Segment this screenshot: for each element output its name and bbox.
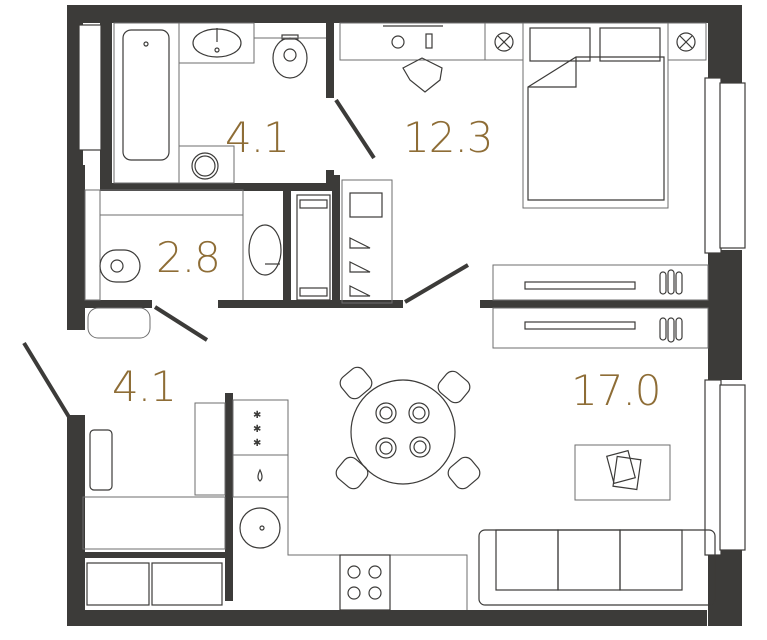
svg-text:✱: ✱	[253, 438, 261, 449]
kitchen-furniture: ✱ ✱ ✱	[232, 399, 468, 611]
wardrobe	[296, 179, 393, 304]
area-label-bathroom: 4.1	[225, 113, 290, 162]
svg-text:✱: ✱	[253, 410, 261, 421]
area-label-bedroom: 12.3	[403, 113, 494, 162]
svg-text:✱: ✱	[253, 424, 261, 435]
walls	[67, 5, 742, 626]
wc-fixtures	[84, 189, 282, 301]
doors	[22, 98, 470, 419]
living-furniture	[335, 307, 716, 606]
bedroom-furniture	[339, 22, 709, 301]
windows	[78, 24, 746, 556]
bathroom-fixtures	[113, 22, 326, 184]
area-label-living-kitchen: 17.0	[571, 366, 662, 415]
area-label-hallway: 4.1	[112, 362, 177, 411]
hallway-furniture	[82, 307, 226, 606]
area-label-wc: 2.8	[156, 233, 221, 282]
